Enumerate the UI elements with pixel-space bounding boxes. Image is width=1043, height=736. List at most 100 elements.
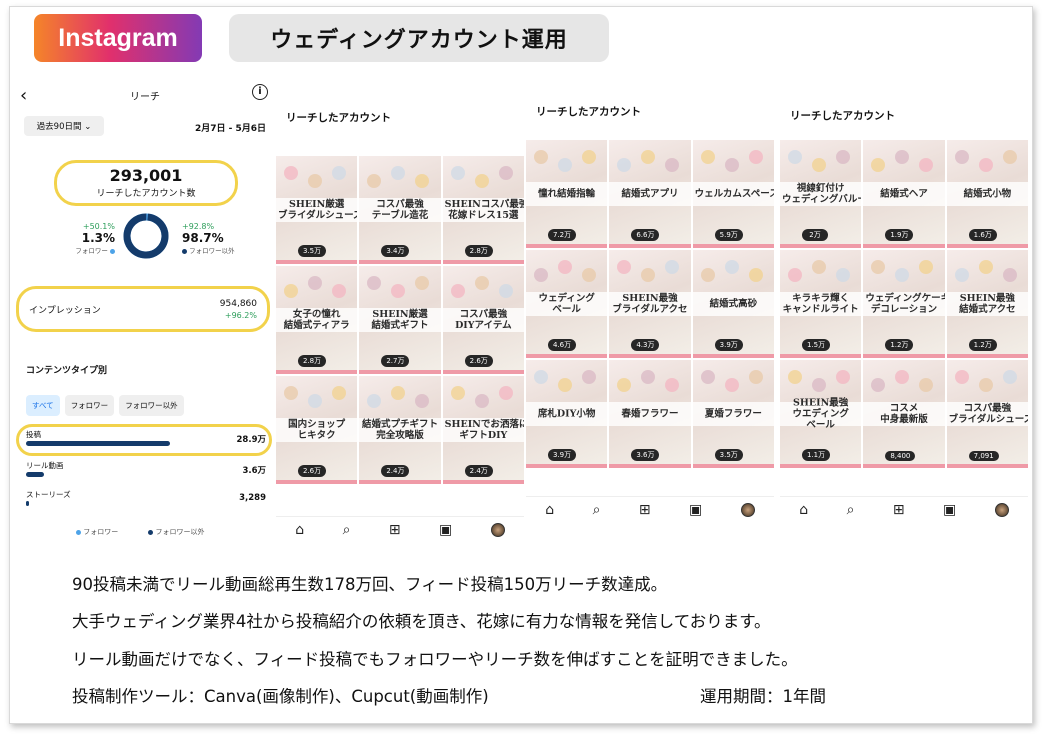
create-icon[interactable]: ⊞	[892, 501, 905, 518]
search-icon[interactable]: ⌕	[846, 501, 855, 518]
tile-accent-bar	[526, 464, 608, 468]
tile-accent-bar	[946, 464, 1028, 468]
home-icon[interactable]: ⌂	[545, 501, 555, 518]
reels-label: リール動画	[26, 461, 64, 470]
decoration-flower	[474, 174, 489, 188]
reach-count-badge: 8,400	[885, 451, 916, 461]
period-dropdown[interactable]: 過去90日間 ⌄	[24, 116, 104, 136]
content-row-stories: ストーリーズ 3,289	[26, 489, 266, 506]
post-title: 結婚式小物	[963, 188, 1012, 200]
grid-heading: リーチしたアカウント	[790, 110, 895, 122]
decoration-flower	[919, 260, 934, 274]
home-icon[interactable]: ⌂	[295, 521, 305, 538]
decoration-flower	[812, 158, 826, 172]
decoration-flower	[284, 284, 298, 298]
title-stripe	[780, 182, 862, 206]
tile-accent-bar	[692, 244, 774, 248]
title-stripe	[442, 418, 524, 442]
reels-icon[interactable]: ▣	[439, 521, 453, 538]
reels-icon[interactable]: ▣	[689, 501, 703, 518]
operation-period: 運用期間：1年間	[700, 687, 826, 706]
tile-accent-bar	[946, 354, 1028, 358]
decoration-flower	[558, 378, 572, 392]
search-icon[interactable]: ⌕	[592, 501, 601, 518]
filter-non-followers[interactable]: フォロワー以外	[119, 395, 184, 416]
profile-avatar[interactable]	[740, 502, 755, 517]
reach-insights-panel: ‹ リーチ i 過去90日間 ⌄ 2月7日 - 5月6日 293,001 リーチ…	[14, 76, 276, 546]
reach-highlight: 293,001 リーチしたアカウント数	[54, 160, 238, 206]
reels-value: 3.6万	[242, 466, 266, 476]
decoration-flower	[895, 268, 910, 282]
non-followers-label: フォロワー以外	[189, 247, 235, 255]
title-stripe	[276, 308, 358, 332]
home-icon[interactable]: ⌂	[799, 501, 809, 518]
tile-accent-bar	[276, 370, 358, 374]
decoration-flower	[582, 268, 596, 282]
tile-accent-bar	[442, 480, 524, 484]
impressions-highlight[interactable]: インプレッション 954,860 +96.2%	[16, 286, 270, 332]
decoration-flower	[665, 378, 680, 392]
title-stripe	[863, 402, 945, 426]
reels-icon[interactable]: ▣	[943, 501, 957, 518]
followers-label-row: フォロワー	[69, 245, 115, 255]
decoration-flower	[450, 166, 465, 180]
filter-followers[interactable]: フォロワー	[64, 395, 115, 416]
filter-all[interactable]: すべて	[26, 395, 60, 416]
date-range: 2月7日 - 5月6日	[194, 124, 266, 134]
post-title: ウェディングベール	[538, 293, 595, 315]
tile-accent-bar	[780, 464, 862, 468]
tile-accent-bar	[946, 244, 1028, 248]
back-arrow-icon[interactable]: ‹	[20, 85, 28, 106]
create-icon[interactable]: ⊞	[638, 501, 651, 518]
reach-count-badge: 2.6万	[464, 355, 493, 367]
insights-title: リーチ	[130, 92, 160, 103]
insights-header: ‹ リーチ i	[14, 82, 276, 108]
post-tile[interactable]: 視線釘付けウェディングバルーン2万	[780, 140, 862, 248]
decoration-flower	[724, 260, 739, 274]
reach-count-badge: 2.6万	[298, 465, 327, 477]
title-stripe	[276, 198, 358, 222]
post-title: SHEIN厳選ブライダルシューズ	[278, 199, 358, 221]
create-icon[interactable]: ⊞	[388, 521, 401, 538]
title-stripe	[526, 402, 608, 426]
decoration-flower	[1002, 268, 1017, 282]
legend-non-followers-text: フォロワー以外	[155, 528, 205, 536]
post-title: 国内ショップヒキタク	[288, 419, 346, 441]
search-icon[interactable]: ⌕	[342, 521, 351, 538]
title-stripe	[526, 292, 608, 316]
info-icon[interactable]: i	[252, 84, 268, 100]
post-tile[interactable]: 国内ショップヒキタク 2.6万	[276, 376, 358, 484]
profile-avatar[interactable]	[490, 522, 505, 537]
decoration-flower	[450, 386, 465, 400]
reach-count-badge: 3.6万	[631, 449, 660, 461]
decoration-flower	[391, 284, 406, 298]
profile-avatar[interactable]	[994, 502, 1009, 517]
reach-count-badge: 3.9万	[714, 339, 743, 351]
